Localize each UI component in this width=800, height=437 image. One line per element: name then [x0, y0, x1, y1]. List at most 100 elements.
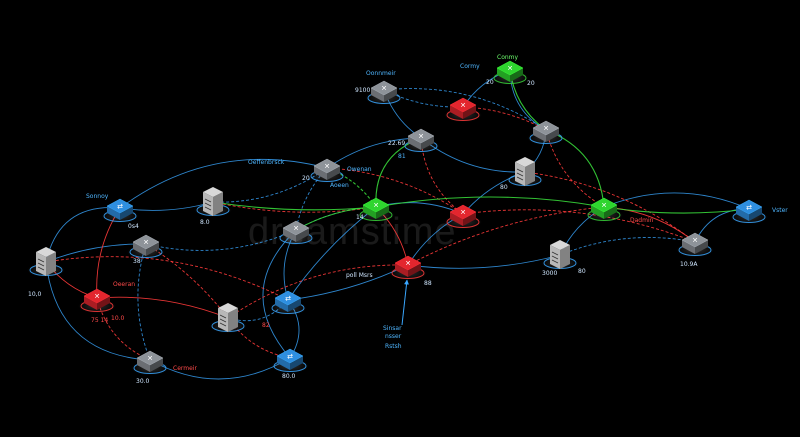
server-slot — [551, 251, 559, 256]
label-oeeran: Oeeran — [113, 281, 135, 288]
node-left-face — [533, 128, 546, 142]
node-n2-switch[interactable]: ⇄ — [101, 198, 139, 223]
link-red-n11-n18 — [326, 167, 464, 215]
link-red-n19-n21 — [407, 205, 605, 266]
node-n11-router[interactable]: ✕ — [308, 158, 346, 183]
label-80-mid: 80 — [500, 184, 508, 191]
label-vster: Vster — [772, 207, 788, 214]
router-icon: ✕ — [373, 202, 379, 210]
node-top-face — [370, 80, 398, 96]
node-n12-router[interactable]: ✕ — [365, 80, 403, 105]
router-icon: ✕ — [543, 125, 549, 133]
link-red-n14-n18 — [420, 137, 464, 215]
node-left-face — [84, 296, 97, 310]
node-top-face — [106, 198, 134, 214]
label-9100: 9100 — [355, 87, 370, 94]
router-icon: ✕ — [143, 239, 149, 247]
node-top-face — [394, 255, 422, 271]
node-n21-router[interactable]: ✕ — [585, 197, 623, 222]
server-right-face — [228, 308, 238, 332]
link-red-n7-n19 — [227, 262, 409, 319]
node-right-face — [749, 207, 762, 221]
server-slot — [551, 259, 559, 264]
link-blue-n6-n8 — [149, 357, 291, 380]
router-icon: ✕ — [381, 85, 387, 93]
node-n4-router[interactable]: ✕ — [78, 288, 116, 313]
server-slot — [516, 168, 524, 173]
node-n13-router[interactable]: ✕ — [444, 97, 482, 122]
router-icon: ✕ — [324, 163, 330, 171]
node-right-face — [296, 228, 309, 242]
server-slot — [204, 198, 212, 203]
node-left-face — [277, 356, 290, 370]
node-left-face — [283, 228, 296, 242]
link-blue-n8-n10 — [262, 229, 297, 359]
link-red-n18-n23 — [462, 209, 696, 243]
node-top-face — [496, 60, 524, 76]
node-n3-router[interactable]: ✕ — [127, 234, 165, 259]
switch-icon: ⇄ — [287, 353, 293, 361]
node-n24-switch[interactable]: ⇄ — [730, 199, 768, 224]
link-blue-n9-n19 — [287, 264, 409, 301]
node-n16-router[interactable]: ✕ — [527, 120, 565, 145]
nodes-layer: ⇄ ✕ ✕ ✕ ⇄ ⇄ ✕ ✕ ✕ ✕ ✕ ✕ ✕ ✕ ✕ ✕ ✕ ✕ ⇄ — [27, 60, 768, 375]
node-left-face — [682, 240, 695, 254]
router-icon: ✕ — [601, 202, 607, 210]
link-blue-n19-n22 — [407, 253, 561, 269]
node-top-face — [449, 204, 477, 220]
router-icon: ✕ — [418, 133, 424, 141]
router-icon: ✕ — [460, 102, 466, 110]
link-blue-n1-n6 — [45, 261, 151, 363]
node-top-face — [590, 197, 618, 213]
node-n14-router[interactable]: ✕ — [402, 128, 440, 153]
node-top-face — [313, 158, 341, 174]
switch-icon: ⇄ — [117, 203, 123, 211]
node-left-face — [363, 205, 376, 219]
label-nsser: nsser — [385, 333, 402, 340]
node-top-face — [276, 348, 304, 364]
label-aoeen: Aoeen — [330, 182, 349, 189]
node-right-face — [695, 240, 708, 254]
node-n19-router[interactable]: ✕ — [389, 255, 427, 280]
server-slot — [219, 322, 227, 327]
label-10-9a: 10.9A — [680, 261, 698, 268]
label-14: 14 — [356, 214, 364, 221]
router-icon: ✕ — [692, 237, 698, 245]
node-n10-router[interactable]: ✕ — [277, 220, 315, 245]
label-80-0: 80.0 — [282, 373, 296, 380]
node-n18-router[interactable]: ✕ — [444, 204, 482, 229]
server-slot — [516, 172, 524, 177]
node-n15-router[interactable]: ✕ — [491, 60, 529, 85]
node-n9-switch[interactable]: ⇄ — [269, 290, 307, 315]
node-n22-server[interactable] — [541, 240, 579, 270]
node-n6-router[interactable]: ✕ — [131, 350, 169, 375]
link-blue-n13-n12 — [383, 89, 464, 108]
label-cermeir: Cermeir — [173, 365, 197, 372]
router-icon: ✕ — [293, 225, 299, 233]
node-right-face — [120, 206, 133, 220]
node-n8-switch[interactable]: ⇄ — [271, 348, 309, 373]
link-incoming-arrow — [401, 279, 409, 326]
link-blue-n12-n16 — [383, 88, 547, 131]
node-n23-router[interactable]: ✕ — [676, 232, 714, 257]
node-n5-server[interactable] — [194, 187, 232, 217]
node-right-face — [463, 212, 476, 226]
node-left-face — [497, 68, 510, 82]
link-green-n17-n5 — [212, 200, 377, 211]
server-right-face — [525, 162, 535, 186]
node-n17-router[interactable]: ✕ — [357, 197, 395, 222]
link-blue-n2-n11 — [119, 158, 328, 209]
node-left-face — [736, 207, 749, 221]
node-n7-server[interactable] — [209, 303, 247, 333]
label-10-0-red: 10.0 — [111, 315, 125, 322]
node-n1-server[interactable] — [27, 247, 65, 277]
node-n20-server[interactable] — [506, 157, 544, 187]
server-top-face — [36, 247, 56, 257]
link-red-n4-n7 — [96, 296, 229, 319]
label-88: 88 — [424, 280, 432, 287]
node-left-face — [408, 136, 421, 150]
node-left-face — [371, 88, 384, 102]
node-top-face — [83, 288, 111, 304]
server-slot — [37, 258, 45, 263]
